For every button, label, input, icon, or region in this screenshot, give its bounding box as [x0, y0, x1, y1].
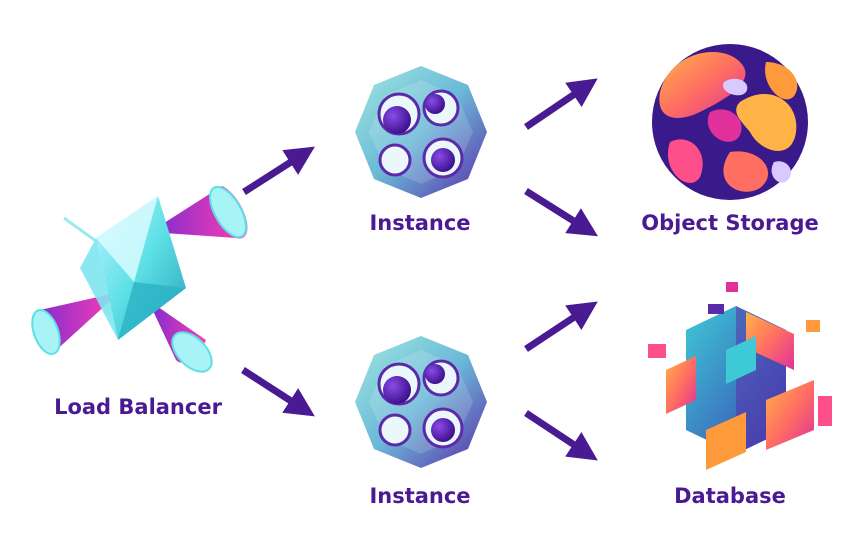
arrow-icon [242, 146, 315, 195]
polyhedron-icon [355, 66, 487, 198]
polyhedron-icon [355, 336, 487, 468]
instance-top-label: Instance [369, 211, 471, 235]
isometric-blocks-icon [648, 282, 832, 470]
arrow-icon [524, 188, 598, 237]
blob-sphere-icon [652, 44, 808, 200]
load-balancer-label: Load Balancer [54, 395, 222, 419]
arrow-icon [524, 410, 598, 461]
arrow-icon [524, 78, 598, 130]
prism-icon [31, 185, 248, 373]
instance-bottom-label: Instance [369, 484, 471, 508]
arrow-icon [524, 301, 598, 352]
object-storage-label: Object Storage [641, 211, 819, 235]
arrow-icon [241, 367, 315, 417]
database-label: Database [674, 484, 786, 508]
